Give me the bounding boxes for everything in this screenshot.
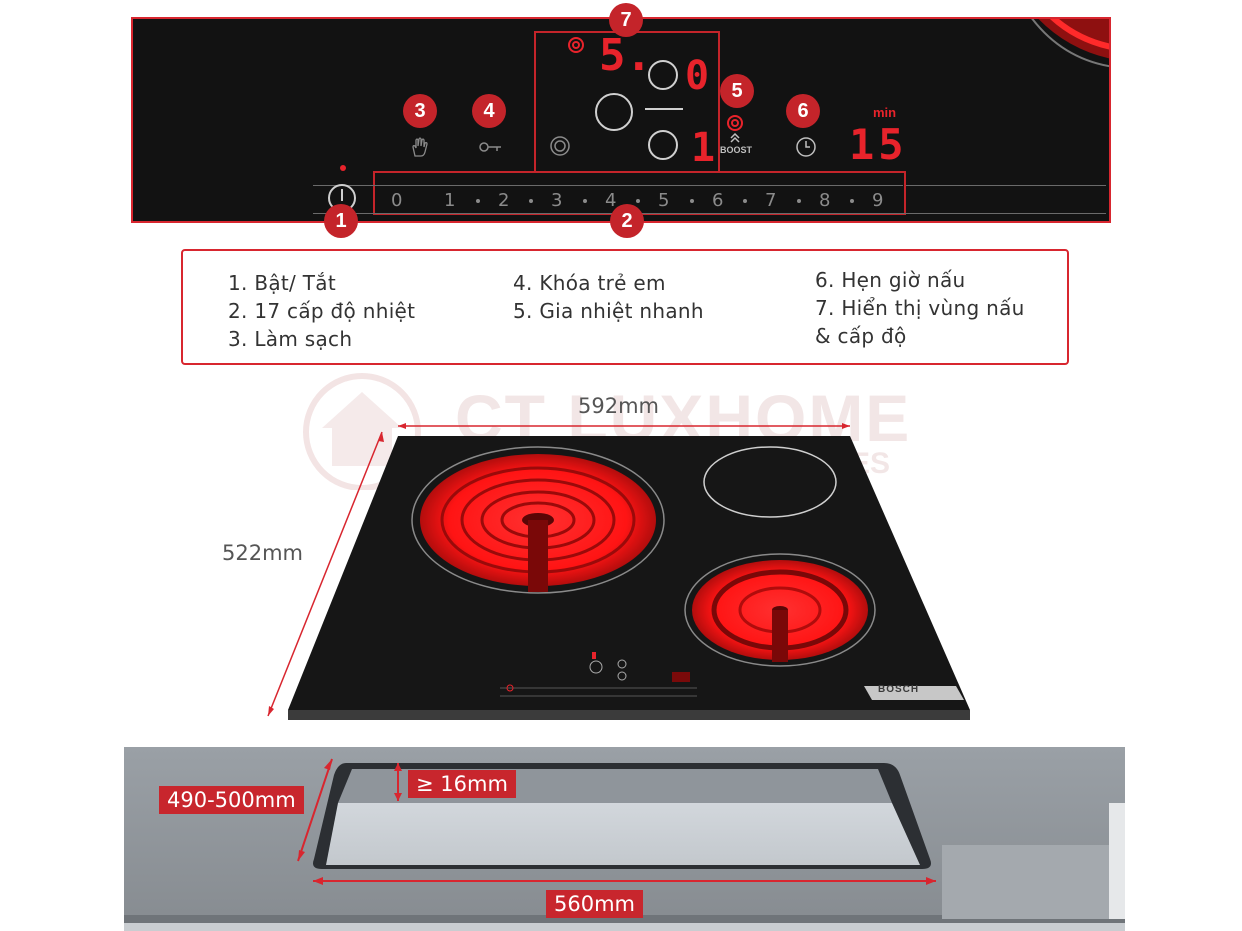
slider-dot [476, 199, 480, 203]
badge-timer: 6 [786, 94, 820, 128]
slider-level-0[interactable]: 0 [391, 190, 403, 211]
badge-child-lock: 4 [472, 94, 506, 128]
power-indicator-led [340, 165, 346, 171]
clean-hand-icon[interactable] [409, 136, 431, 158]
slider-level-1[interactable]: 1 [444, 190, 456, 211]
badge-heat-levels: 2 [610, 204, 644, 238]
slider-level-8[interactable]: 8 [819, 190, 831, 211]
timer-value-display: 15 [849, 120, 908, 169]
badge-power: 1 [324, 204, 358, 238]
slider-level-3[interactable]: 3 [551, 190, 563, 211]
timer-unit-label: min [873, 105, 897, 120]
cooktop-dimension-lines [267, 423, 850, 717]
slider-rule-top-ext [906, 185, 1106, 186]
slider-level-4[interactable]: 4 [605, 190, 617, 211]
child-lock-key-icon[interactable] [479, 140, 503, 154]
watermark-house-logo [303, 373, 421, 490]
legend-item: 1. Bật/ Tắt [228, 271, 336, 295]
badge-zone-display: 7 [609, 3, 643, 37]
legend-item: 6. Hẹn giờ nấu [815, 268, 966, 292]
timer-clock-icon[interactable] [795, 136, 817, 158]
badge-clean: 3 [403, 94, 437, 128]
slider-level-6[interactable]: 6 [712, 190, 724, 211]
control-panel: 0 1 2 3 4 5 6 7 8 9 5. 0 1 [131, 17, 1111, 223]
slider-dot [850, 199, 854, 203]
cutout-width-label: 560mm [546, 890, 643, 918]
cooktop-depth-label: 522mm [222, 541, 303, 565]
zone-left-icon[interactable] [593, 91, 635, 133]
slider-level-5[interactable]: 5 [658, 190, 670, 211]
boost-icon[interactable] [726, 114, 744, 132]
active-zone-icon [568, 37, 584, 53]
zone-front-right-icon[interactable] [647, 129, 679, 161]
boost-label: BOOST [720, 145, 753, 155]
slider-level-7[interactable]: 7 [765, 190, 777, 211]
slider-dot [797, 199, 801, 203]
cooktop-illustration [288, 436, 970, 720]
cooktop-width-label: 592mm [578, 394, 659, 418]
brand-label: BOSCH [878, 684, 920, 695]
zone-right-top-level: 0 [685, 53, 710, 99]
legend-box: 1. Bật/ Tắt 2. 17 cấp độ nhiệt 3. Làm sạ… [181, 249, 1069, 365]
chevron-up-icon [730, 133, 740, 143]
zone-right-bottom-level: 1 [691, 125, 716, 171]
cutout-depth-label: 490-500mm [159, 786, 304, 814]
slider-level-2[interactable]: 2 [498, 190, 510, 211]
zone-level-display: 5. [599, 30, 652, 81]
slider-dot [743, 199, 747, 203]
zone-rear-right-icon[interactable] [647, 59, 679, 91]
zone-divider [645, 108, 683, 110]
slider-level-9[interactable]: 9 [872, 190, 884, 211]
badge-boost: 5 [720, 74, 754, 108]
slider-dot [583, 199, 587, 203]
dual-zone-icon[interactable] [549, 135, 571, 157]
legend-item: 4. Khóa trẻ em [513, 271, 666, 295]
legend-item: 7. Hiển thị vùng nấu [815, 296, 1025, 320]
slider-dot [690, 199, 694, 203]
legend-item: 3. Làm sạch [228, 327, 353, 351]
hot-zone-corner [1031, 19, 1109, 68]
slider-rule-top [313, 185, 903, 186]
cutout-thickness-label: ≥ 16mm [408, 770, 516, 798]
slider-rule-bottom-ext [906, 213, 1106, 214]
legend-item: 2. 17 cấp độ nhiệt [228, 299, 416, 323]
slider-dot [529, 199, 533, 203]
legend-item: & cấp độ [815, 324, 907, 348]
legend-item: 5. Gia nhiệt nhanh [513, 299, 704, 323]
slider-dot [636, 199, 640, 203]
